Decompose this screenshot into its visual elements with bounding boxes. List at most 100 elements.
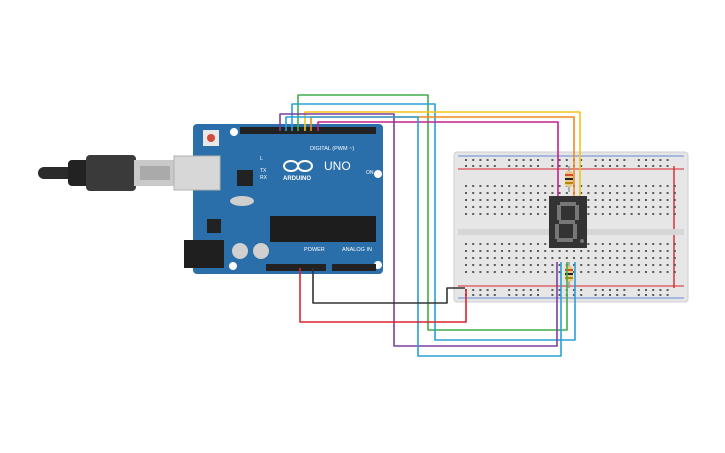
breadboard-hole[interactable] <box>522 264 525 266</box>
power-rail-hole[interactable] <box>565 159 568 161</box>
breadboard-hole[interactable] <box>472 243 475 245</box>
breadboard-hole[interactable] <box>493 199 496 201</box>
breadboard-hole[interactable] <box>501 271 503 273</box>
breadboard-hole[interactable] <box>594 257 597 259</box>
breadboard-hole[interactable] <box>645 250 647 252</box>
breadboard-hole[interactable] <box>630 250 633 252</box>
power-rail-hole[interactable] <box>522 294 525 296</box>
power-rail-hole[interactable] <box>573 294 575 296</box>
breadboard-hole[interactable] <box>515 264 518 266</box>
power-rail-hole[interactable] <box>594 165 597 167</box>
breadboard-hole[interactable] <box>551 185 554 187</box>
power-rail-hole[interactable] <box>508 289 511 291</box>
breadboard-hole[interactable] <box>501 185 503 187</box>
breadboard-hole[interactable] <box>508 213 511 215</box>
breadboard-hole[interactable] <box>594 185 597 187</box>
breadboard-hole[interactable] <box>501 243 503 245</box>
power-rail-hole[interactable] <box>623 294 626 296</box>
breadboard-hole[interactable] <box>637 264 640 266</box>
breadboard-hole[interactable] <box>601 185 604 187</box>
breadboard-hole[interactable] <box>601 257 604 259</box>
power-rail-hole[interactable] <box>479 289 482 291</box>
power-rail-hole[interactable] <box>637 159 640 161</box>
breadboard-hole[interactable] <box>515 199 518 201</box>
breadboard-hole[interactable] <box>508 243 511 245</box>
breadboard-hole[interactable] <box>652 185 655 187</box>
breadboard-hole[interactable] <box>537 257 539 259</box>
power-rail-hole[interactable] <box>580 159 583 161</box>
power-rail-hole[interactable] <box>493 165 496 167</box>
power-rail-hole[interactable] <box>637 289 640 291</box>
breadboard-hole[interactable] <box>493 213 496 215</box>
breadboard-hole[interactable] <box>616 264 619 266</box>
breadboard-hole[interactable] <box>544 185 547 187</box>
breadboard-hole[interactable] <box>616 192 619 194</box>
breadboard-hole[interactable] <box>637 257 640 259</box>
power-rail-hole[interactable] <box>666 294 669 296</box>
power-rail-hole[interactable] <box>472 165 475 167</box>
breadboard-hole[interactable] <box>501 257 503 259</box>
breadboard-hole[interactable] <box>609 264 611 266</box>
breadboard-hole[interactable] <box>630 243 633 245</box>
power-rail-hole[interactable] <box>515 159 518 161</box>
power-rail-hole[interactable] <box>515 289 518 291</box>
header-analog[interactable] <box>332 264 376 271</box>
breadboard-hole[interactable] <box>652 243 655 245</box>
power-rail-hole[interactable] <box>609 165 611 167</box>
breadboard-hole[interactable] <box>616 185 619 187</box>
breadboard-hole[interactable] <box>673 206 676 208</box>
breadboard-hole[interactable] <box>587 185 590 187</box>
breadboard-hole[interactable] <box>493 206 496 208</box>
breadboard-hole[interactable] <box>479 271 482 273</box>
power-rail-hole[interactable] <box>580 294 583 296</box>
power-rail-hole[interactable] <box>508 294 511 296</box>
power-rail-hole[interactable] <box>479 165 482 167</box>
breadboard-hole[interactable] <box>529 257 532 259</box>
breadboard-hole[interactable] <box>551 250 554 252</box>
breadboard-holes[interactable] <box>465 159 676 296</box>
usb-cable[interactable] <box>38 155 176 191</box>
breadboard-hole[interactable] <box>659 250 662 252</box>
breadboard-hole[interactable] <box>544 192 547 194</box>
breadboard-hole[interactable] <box>479 213 482 215</box>
breadboard-hole[interactable] <box>645 243 647 245</box>
breadboard-hole[interactable] <box>630 199 633 201</box>
breadboard-hole[interactable] <box>565 192 568 194</box>
wires[interactable] <box>279 94 581 357</box>
breadboard-hole[interactable] <box>666 192 669 194</box>
breadboard-hole[interactable] <box>594 192 597 194</box>
breadboard-hole[interactable] <box>472 206 475 208</box>
breadboard-hole[interactable] <box>652 264 655 266</box>
breadboard-hole[interactable] <box>522 185 525 187</box>
breadboard-hole[interactable] <box>573 250 575 252</box>
breadboard-hole[interactable] <box>580 192 583 194</box>
breadboard-hole[interactable] <box>537 206 539 208</box>
power-rail-hole[interactable] <box>594 294 597 296</box>
power-rail-hole[interactable] <box>522 159 525 161</box>
power-rail-hole[interactable] <box>594 289 597 291</box>
breadboard-hole[interactable] <box>573 257 575 259</box>
breadboard-hole[interactable] <box>529 199 532 201</box>
breadboard-hole[interactable] <box>479 185 482 187</box>
breadboard-hole[interactable] <box>515 250 518 252</box>
breadboard-hole[interactable] <box>645 199 647 201</box>
breadboard-hole[interactable] <box>479 243 482 245</box>
breadboard-hole[interactable] <box>573 271 575 273</box>
breadboard-hole[interactable] <box>493 257 496 259</box>
power-rail-hole[interactable] <box>623 289 626 291</box>
breadboard-hole[interactable] <box>493 271 496 273</box>
breadboard-hole[interactable] <box>522 257 525 259</box>
breadboard-hole[interactable] <box>637 199 640 201</box>
breadboard-hole[interactable] <box>580 271 583 273</box>
breadboard-hole[interactable] <box>479 250 482 252</box>
breadboard-hole[interactable] <box>601 243 604 245</box>
breadboard-hole[interactable] <box>544 213 547 215</box>
breadboard-hole[interactable] <box>630 271 633 273</box>
breadboard-hole[interactable] <box>486 206 489 208</box>
breadboard-hole[interactable] <box>616 257 619 259</box>
breadboard-hole[interactable] <box>493 192 496 194</box>
breadboard-hole[interactable] <box>609 243 611 245</box>
power-rail-hole[interactable] <box>616 294 619 296</box>
breadboard-hole[interactable] <box>673 250 676 252</box>
power-rail-hole[interactable] <box>551 294 554 296</box>
